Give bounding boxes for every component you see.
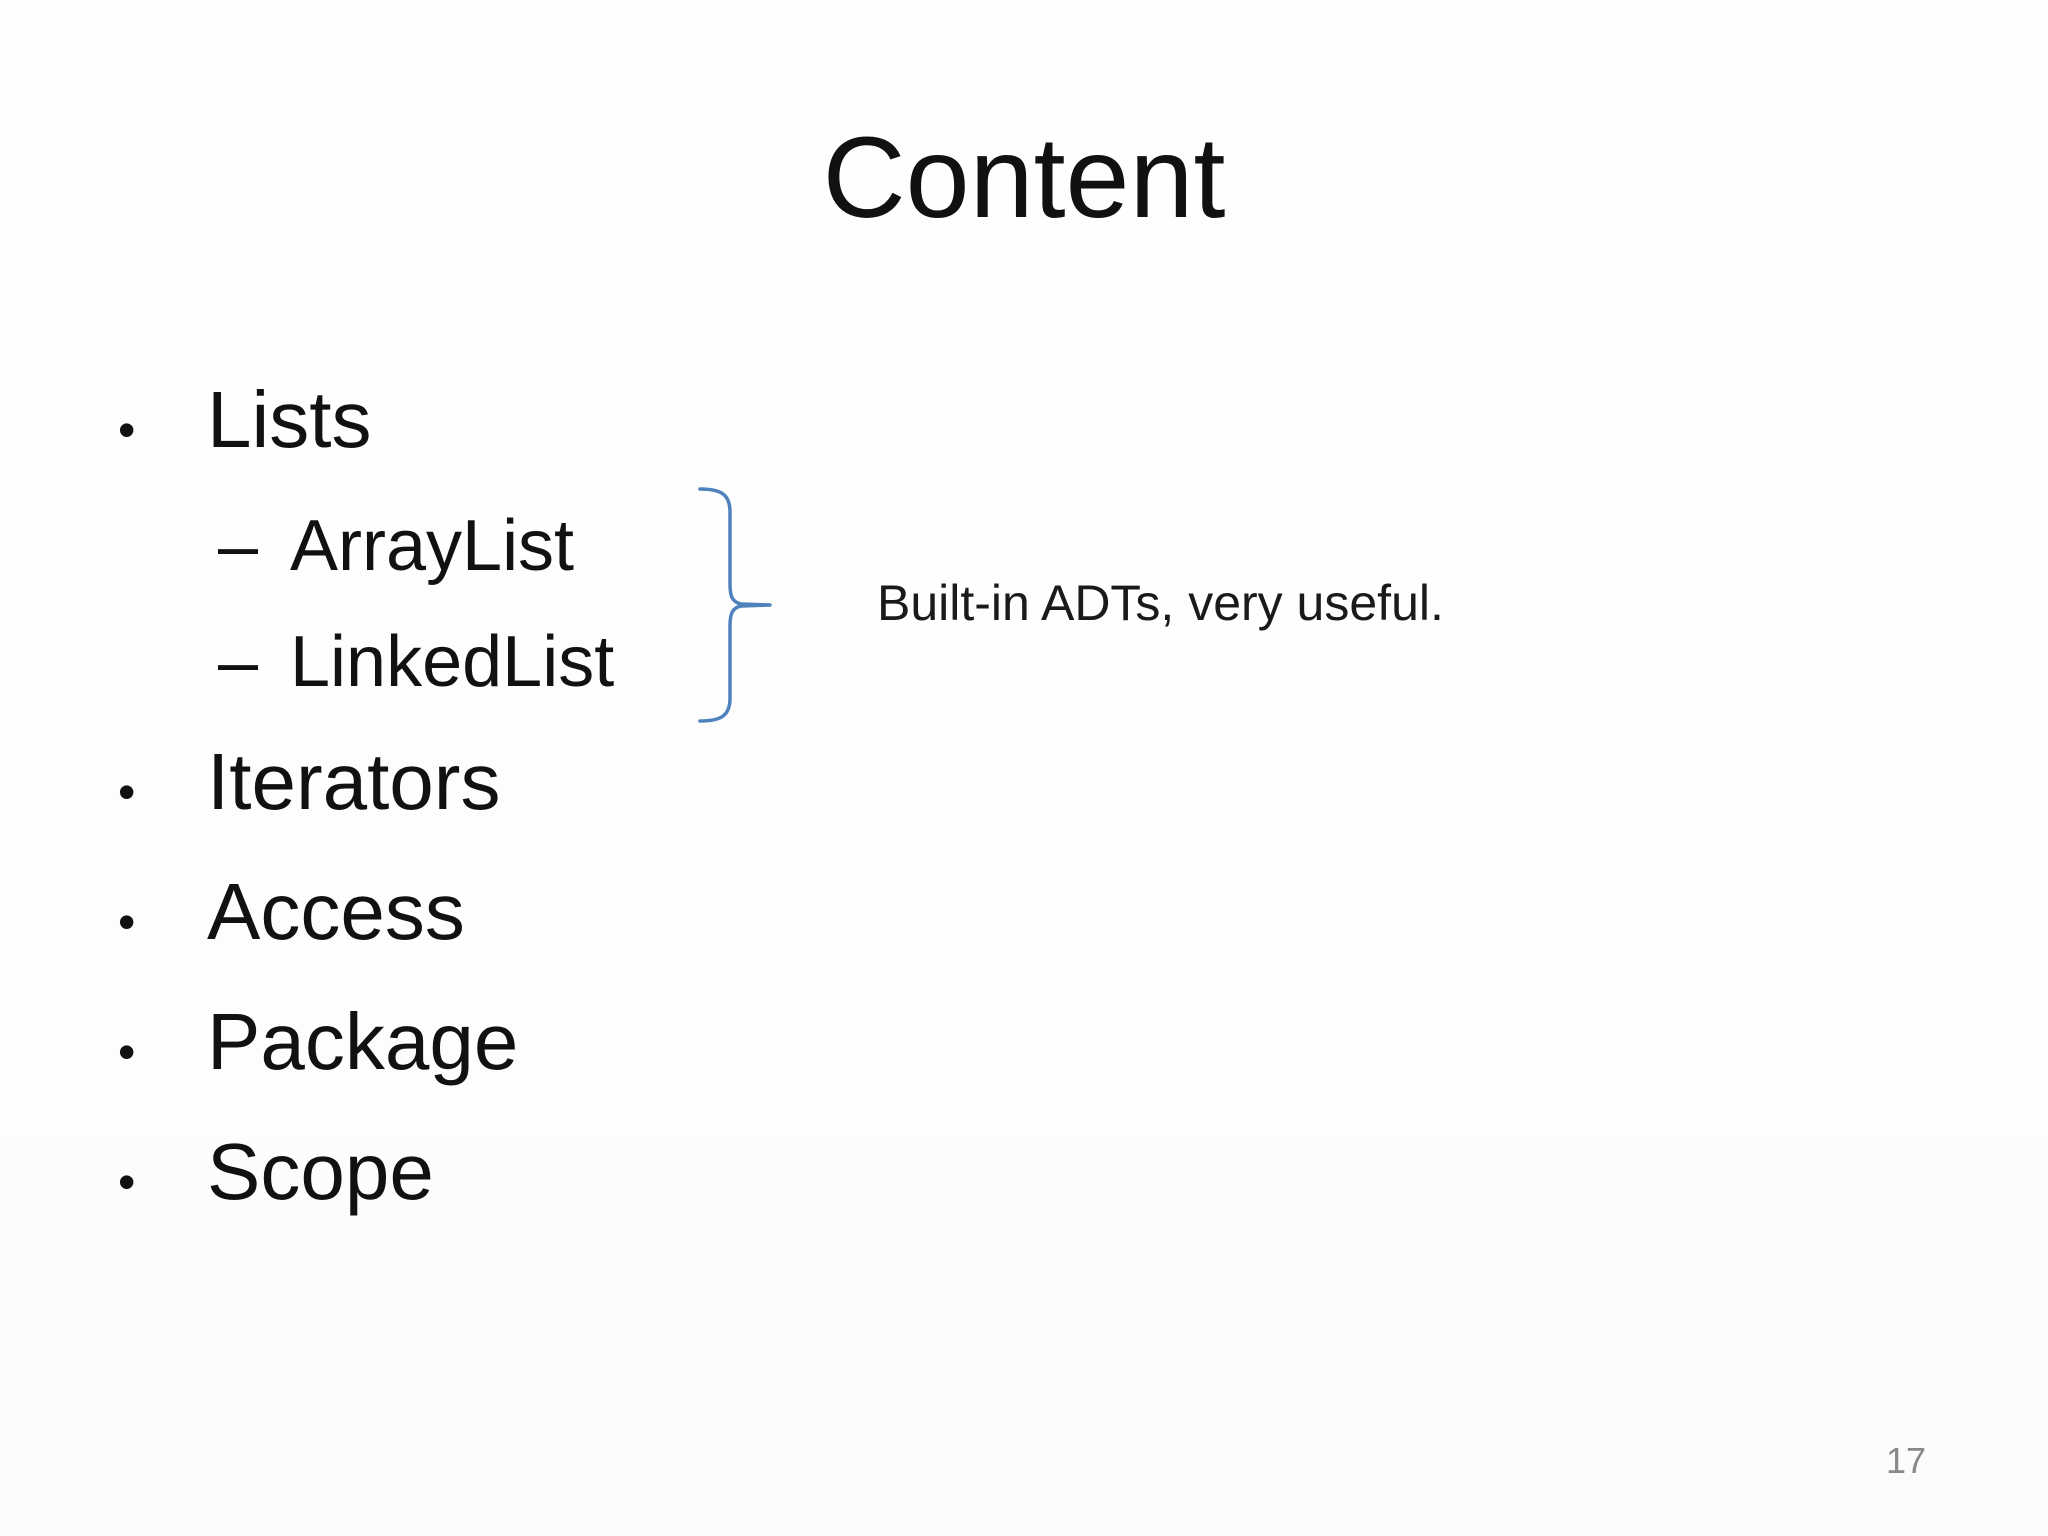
bullet-label-iterators: Iterators xyxy=(207,737,501,826)
bullet-label-linkedlist: LinkedList xyxy=(290,622,615,702)
bullet-dot-icon: • xyxy=(118,764,136,820)
slide-title: Content xyxy=(822,114,1226,242)
bullet-dot-icon: • xyxy=(118,1024,136,1080)
list-item-lists: • Lists xyxy=(118,380,614,460)
list-item-linkedlist: – LinkedList xyxy=(118,626,614,698)
bullet-label-arraylist: ArrayList xyxy=(290,506,575,586)
grouping-brace-icon xyxy=(698,487,772,723)
page-number: 17 xyxy=(1885,1440,1926,1481)
bullet-dot-icon: • xyxy=(118,1154,136,1210)
bullet-label-lists: Lists xyxy=(207,375,372,464)
list-item-arraylist: – ArrayList xyxy=(118,510,614,582)
list-item-iterators: • Iterators xyxy=(118,742,614,822)
bullet-dot-icon: • xyxy=(118,402,136,458)
list-item-package: • Package xyxy=(118,1002,614,1082)
bullet-label-scope: Scope xyxy=(207,1127,434,1216)
bullet-dot-icon: • xyxy=(118,894,136,950)
brace-path xyxy=(698,487,772,723)
list-item-scope: • Scope xyxy=(118,1132,614,1212)
bullet-dash-icon: – xyxy=(218,506,259,586)
bullet-label-package: Package xyxy=(207,997,519,1086)
bullet-label-access: Access xyxy=(207,867,465,956)
bullet-dash-icon: – xyxy=(218,622,259,702)
content-list: • Lists – ArrayList – LinkedList • Itera… xyxy=(118,380,614,1262)
list-item-access: • Access xyxy=(118,872,614,952)
annotation-text: Built-in ADTs, very useful. xyxy=(877,575,1444,631)
